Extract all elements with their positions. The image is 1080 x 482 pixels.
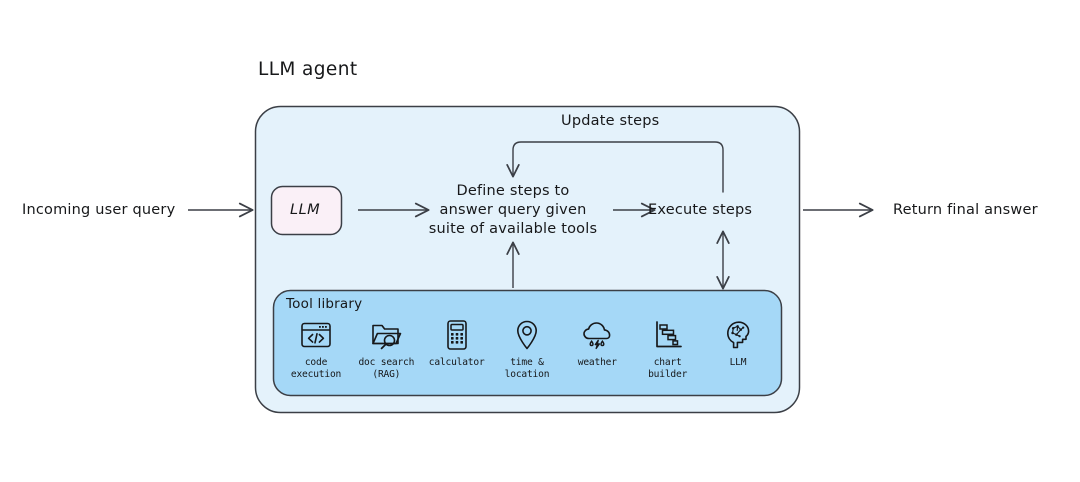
incoming-query-label: Incoming user query (22, 202, 176, 218)
tool-label: weather (577, 357, 617, 368)
weather-icon (583, 322, 611, 350)
return-answer-label: Return final answer (893, 202, 1038, 218)
page-title: LLM agent (258, 59, 358, 80)
tool-item-chart-builder[interactable]: chart builder (633, 318, 703, 382)
tool-label: LLM (729, 357, 747, 368)
doc-search-icon (372, 324, 402, 350)
tool-item-doc-search[interactable]: doc search (RAG) (351, 318, 421, 382)
tool-label: time & location (504, 357, 550, 381)
llm-node-label: LLM (290, 202, 321, 218)
update-steps-loop-arrow (506, 141, 724, 193)
calculator-icon (446, 320, 467, 350)
tool-item-llm[interactable]: LLM (703, 318, 773, 369)
update-steps-label: Update steps (561, 113, 660, 129)
tool-library-title: Tool library (286, 296, 363, 312)
tool-item-code-execution[interactable]: code execution (281, 318, 351, 382)
chart-builder-icon (655, 321, 682, 348)
tool-label: code execution (290, 357, 342, 381)
tool-item-time-location[interactable]: time & location (492, 318, 562, 382)
tool-label: chart builder (648, 357, 688, 381)
tool-item-weather[interactable]: weather (562, 318, 632, 369)
tool-library-items: code execution doc search (RAG) (281, 318, 773, 390)
tool-label: calculator (428, 357, 485, 368)
llm-icon (726, 321, 750, 349)
time-location-icon (516, 320, 537, 350)
llm-node-box (270, 185, 343, 236)
define-steps-label: Define steps to answer query given suite… (428, 183, 598, 238)
tool-library-panel (272, 289, 783, 397)
tool-item-calculator[interactable]: calculator (422, 318, 492, 369)
code-execution-icon (301, 322, 331, 348)
execute-steps-label: Execute steps (648, 202, 753, 218)
tool-label: doc search (RAG) (358, 357, 415, 381)
